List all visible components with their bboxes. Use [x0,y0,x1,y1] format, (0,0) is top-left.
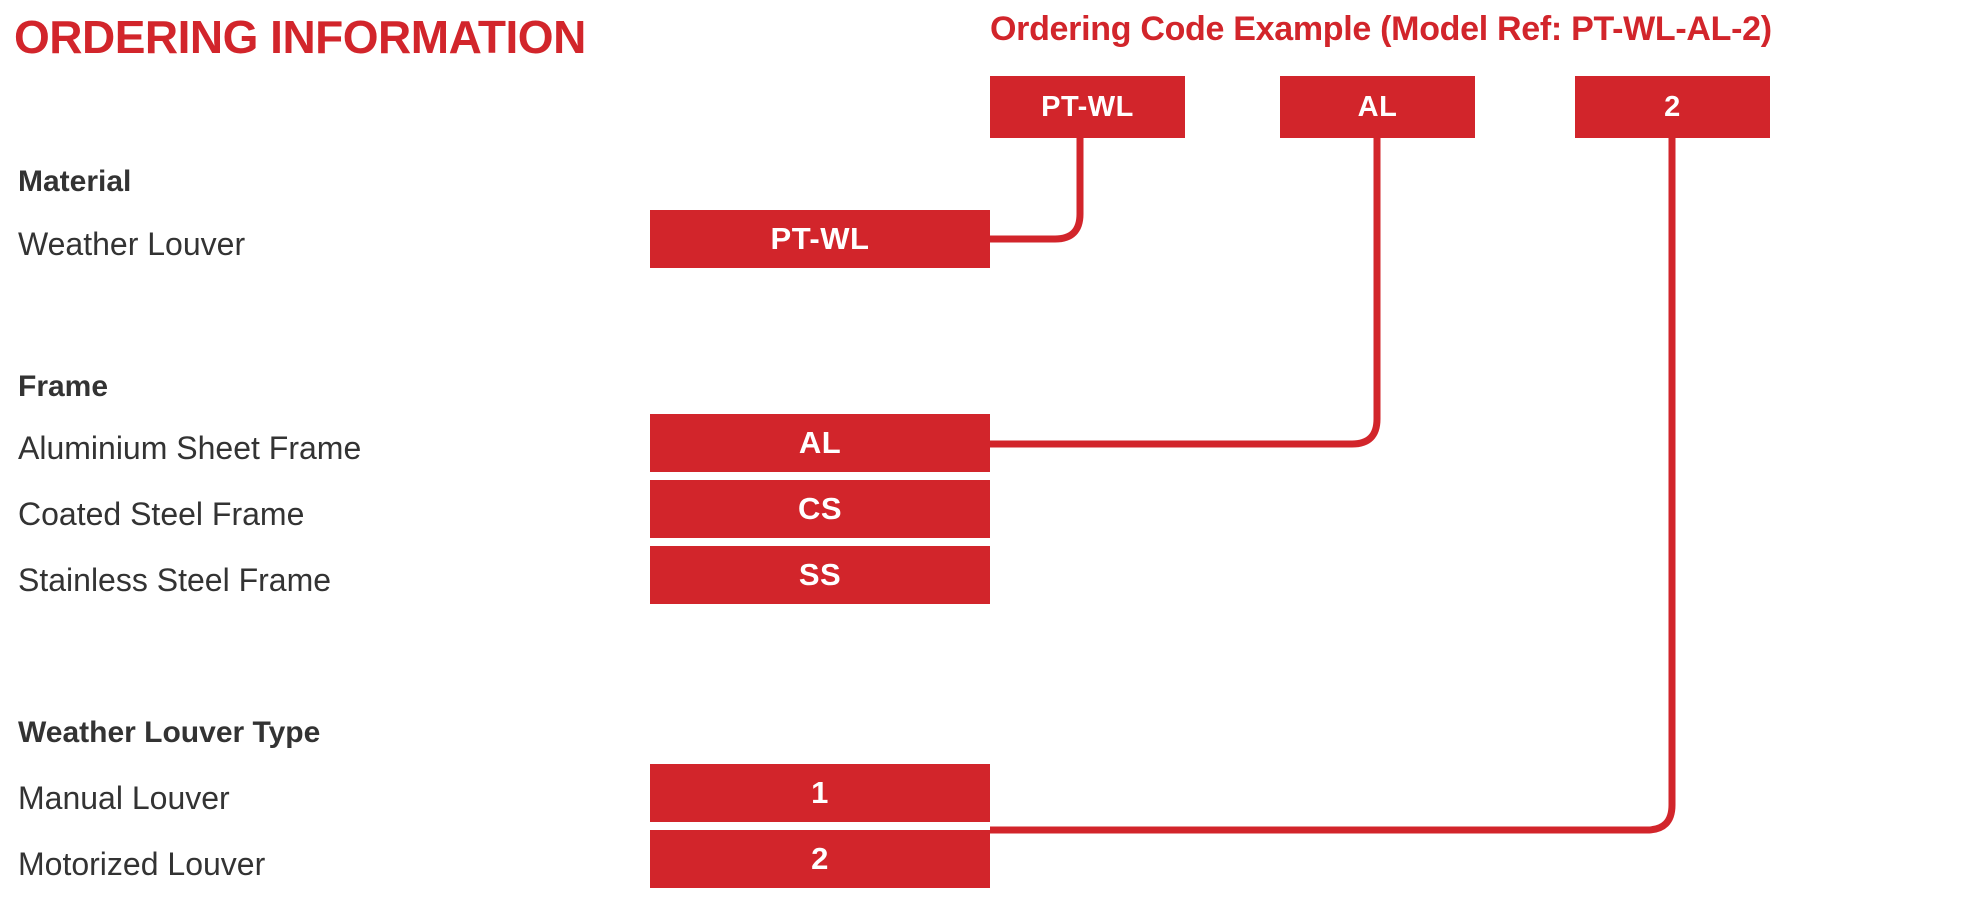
option-code-aluminium-sheet-frame: AL [650,414,990,472]
option-code-weather-louver: PT-WL [650,210,990,268]
option-label-stainless-steel-frame: Stainless Steel Frame [18,562,332,598]
group-title-frame: Frame [18,370,109,403]
ordering-code-example-header: Ordering Code Example (Model Ref: PT-WL-… [990,10,1772,48]
group-title-material: Material [18,165,132,198]
option-label-aluminium-sheet-frame: Aluminium Sheet Frame [18,430,362,466]
option-code-stainless-steel-frame: SS [650,546,990,604]
option-code-motorized-louver: 2 [650,830,990,888]
example-chip-type: 2 [1575,76,1770,138]
page-title: ORDERING INFORMATION [14,11,586,63]
option-label-coated-steel-frame: Coated Steel Frame [18,496,305,532]
example-chip-material: PT-WL [990,76,1185,138]
connector-material [990,138,1084,243]
example-chip-frame: AL [1280,76,1475,138]
group-title-weather-louver-type: Weather Louver Type [18,716,321,749]
option-label-manual-louver: Manual Louver [18,780,230,816]
option-code-coated-steel-frame: CS [650,480,990,538]
option-code-manual-louver: 1 [650,764,990,822]
connector-frame [990,138,1381,448]
option-label-motorized-louver: Motorized Louver [18,846,266,882]
option-label-weather-louver: Weather Louver [18,226,246,262]
connector-type [990,138,1676,834]
